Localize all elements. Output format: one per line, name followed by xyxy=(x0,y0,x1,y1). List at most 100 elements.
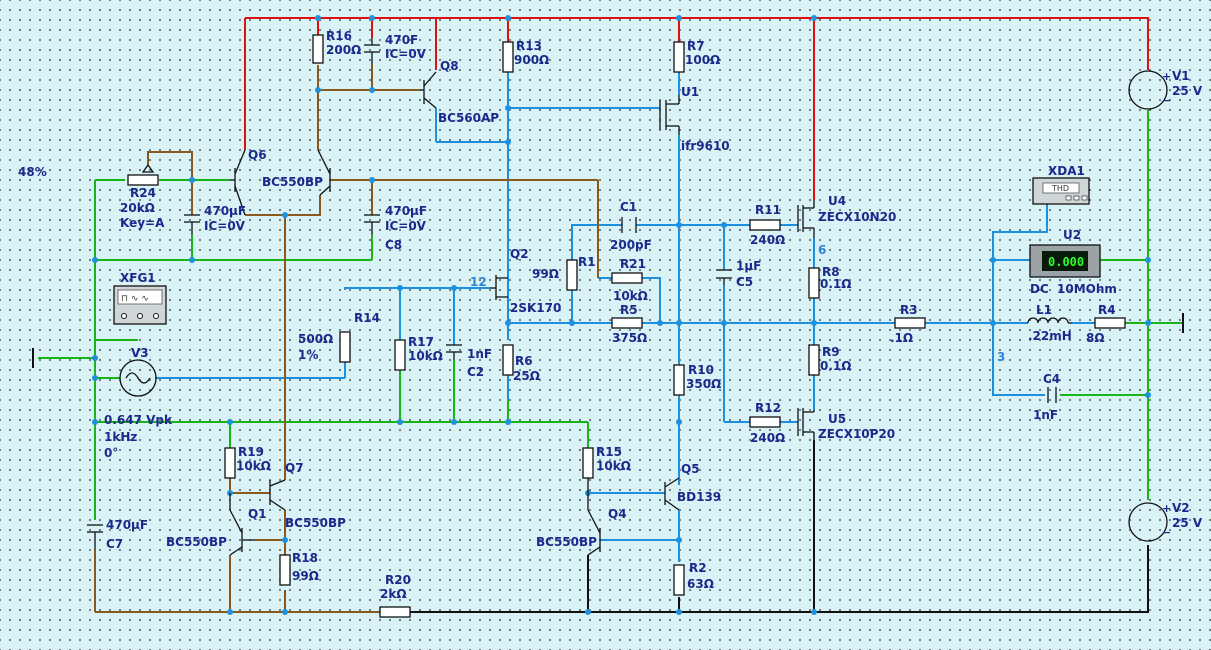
resistor-r16[interactable] xyxy=(312,34,324,64)
source-v2[interactable]: + − xyxy=(1128,502,1171,542)
resistor-r7[interactable] xyxy=(673,41,685,73)
label-u4-model: ZECX10N20 xyxy=(818,210,896,224)
source-v3[interactable] xyxy=(119,359,157,397)
transistor-q5[interactable] xyxy=(664,477,680,511)
capacitor-c2[interactable] xyxy=(446,344,462,360)
label-q5: Q5 xyxy=(681,462,700,476)
resistor-r2[interactable] xyxy=(673,564,685,596)
transistor-q1[interactable] xyxy=(229,493,255,556)
svg-text:⊓ ∿ ∿: ⊓ ∿ ∿ xyxy=(121,294,149,304)
label-r5: R5 xyxy=(620,303,638,317)
label-r2-value: 63Ω xyxy=(687,577,714,591)
label-r14-percent: 1% xyxy=(298,348,318,362)
inductor-l1[interactable] xyxy=(1027,317,1072,324)
capacitor-c6[interactable] xyxy=(364,38,380,65)
transistor-q7[interactable] xyxy=(269,479,286,511)
resistor-r8[interactable] xyxy=(808,267,820,299)
label-r24-value: 20kΩ xyxy=(120,201,155,215)
label-v1-value: 25 V xyxy=(1172,84,1203,98)
resistor-r19[interactable] xyxy=(224,447,236,479)
label-c4: C4 xyxy=(1043,372,1060,386)
label-r2: R2 xyxy=(689,561,707,575)
capacitor-c7[interactable] xyxy=(87,524,103,550)
label-r11: R11 xyxy=(755,203,781,217)
resistor-r20[interactable] xyxy=(379,606,411,618)
resistor-r14[interactable] xyxy=(339,331,351,363)
multimeter-u2[interactable] xyxy=(1029,244,1101,278)
resistor-r9[interactable] xyxy=(808,344,820,376)
label-r21: R21 xyxy=(620,257,646,271)
label-c8: C8 xyxy=(385,238,402,252)
resistor-r21[interactable] xyxy=(611,272,643,284)
label-r15-value: 10kΩ xyxy=(596,459,631,473)
resistor-r17[interactable] xyxy=(394,339,406,371)
label-r13: R13 xyxy=(516,39,542,53)
label-r14-value: 500Ω xyxy=(298,332,333,346)
function-generator-xfg1[interactable]: ⊓ ∿ ∿ xyxy=(113,285,167,325)
label-c5-value: 1μF xyxy=(736,259,761,273)
label-c9-ic: IC=0V xyxy=(204,219,246,233)
label-c7-value: 470μF xyxy=(106,518,148,532)
label-r19-value: 10kΩ xyxy=(236,459,271,473)
label-r8: R8 xyxy=(822,265,840,279)
resistor-r4[interactable] xyxy=(1094,317,1126,329)
label-r13-value: 900Ω xyxy=(514,53,549,67)
mosfet-u5[interactable] xyxy=(797,408,815,440)
label-v1: V1 xyxy=(1172,69,1190,83)
capacitor-c5[interactable] xyxy=(716,269,732,285)
capacitor-c4[interactable] xyxy=(1047,387,1057,403)
label-r15: R15 xyxy=(596,445,622,459)
label-r6-value: 25Ω xyxy=(513,369,540,383)
transistor-q6b[interactable] xyxy=(317,149,331,196)
resistor-r12[interactable] xyxy=(749,416,781,428)
jfet-q2[interactable] xyxy=(490,275,508,300)
capacitor-c8[interactable] xyxy=(364,214,380,235)
resistor-r1[interactable] xyxy=(566,259,578,291)
resistor-r10[interactable] xyxy=(673,364,685,396)
label-u2-reading: 0.000 xyxy=(1048,255,1084,269)
svg-text:−: − xyxy=(1162,94,1171,107)
label-r7: R7 xyxy=(687,39,705,53)
label-q2-model: 2SK170 xyxy=(510,301,561,315)
resistor-r13[interactable] xyxy=(502,41,514,73)
label-r9: R9 xyxy=(822,345,840,359)
transistor-q8[interactable] xyxy=(420,71,437,109)
capacitor-c9[interactable] xyxy=(184,214,200,235)
label-r11-value: 240Ω xyxy=(750,233,785,247)
label-r1: R1 xyxy=(578,255,596,269)
source-v1[interactable]: + − xyxy=(1128,70,1171,110)
label-l1-value: .22mH xyxy=(1028,329,1072,343)
label-r18-value: 99Ω xyxy=(292,569,319,583)
label-q6-model: BC550BP xyxy=(262,175,323,189)
transistor-q6[interactable] xyxy=(230,149,246,216)
label-c1-value: 200pF xyxy=(610,238,652,252)
label-v2: V2 xyxy=(1172,501,1190,515)
label-r7-value: 100Ω xyxy=(685,53,720,67)
transistor-q4[interactable] xyxy=(587,478,601,556)
resistor-r24[interactable] xyxy=(127,164,159,186)
svg-text:+: + xyxy=(1162,502,1171,515)
label-r17-value: 10kΩ xyxy=(408,349,443,363)
label-r21-value: 10kΩ xyxy=(613,289,648,303)
net-12: 12 xyxy=(470,275,487,289)
label-r5-value: 375Ω xyxy=(612,331,647,345)
resistor-r15[interactable] xyxy=(582,447,594,479)
label-u1-model: ifr9610 xyxy=(681,139,730,153)
resistor-r11[interactable] xyxy=(749,219,781,231)
mosfet-u4[interactable] xyxy=(797,200,815,238)
junctions xyxy=(92,15,1151,615)
resistor-r5[interactable] xyxy=(611,317,643,329)
mosfet-u1[interactable] xyxy=(659,95,680,135)
distortion-analyzer-xda1[interactable] xyxy=(1032,177,1090,205)
resistor-r3[interactable] xyxy=(894,317,926,329)
label-q5-model: BD139 xyxy=(677,490,721,504)
label-r3: R3 xyxy=(900,303,918,317)
resistor-r6[interactable] xyxy=(502,344,514,376)
net-3: 3 xyxy=(997,350,1005,364)
capacitor-c1[interactable] xyxy=(621,217,637,233)
label-r10: R10 xyxy=(688,363,714,377)
resistor-r18[interactable] xyxy=(279,554,291,586)
label-c9-value: 470μF xyxy=(204,204,246,218)
